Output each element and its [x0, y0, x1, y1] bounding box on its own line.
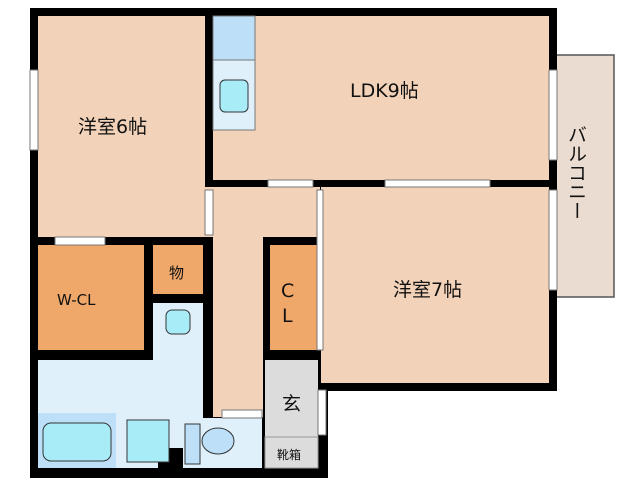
shoe-box [264, 436, 319, 469]
svg-text:バルコニー: バルコニー [565, 125, 587, 220]
closet [270, 245, 317, 350]
toilet-bowl [201, 427, 235, 455]
entrance [265, 360, 318, 437]
room-western-6 [38, 16, 205, 237]
window-balcony-w7 [548, 189, 558, 291]
room-ldk [213, 16, 549, 180]
sliding-door-w7 [384, 179, 491, 188]
label-wcl: W-CL [57, 291, 96, 309]
door-toilet [221, 409, 263, 419]
storage [153, 245, 203, 294]
door-ldk [267, 179, 314, 188]
label-entrance: 玄 [282, 393, 301, 415]
balcony-label: バルコニー [565, 125, 587, 220]
kitchen-sink [219, 79, 249, 113]
door-entrance [317, 389, 327, 436]
label-closet-l: L [282, 305, 293, 327]
room-western-7 [321, 187, 549, 383]
kitchen-fridge-space [212, 15, 256, 61]
window-balcony-ldk [548, 69, 558, 161]
label-western-7: 洋室7帖 [393, 279, 462, 301]
door-w7 [316, 189, 324, 351]
label-western-6: 洋室6帖 [78, 116, 147, 138]
label-shoe-box: 靴箱 [277, 447, 301, 462]
washbasin [126, 419, 170, 463]
window-west [29, 69, 39, 151]
label-storage: 物 [169, 264, 184, 282]
balcony [555, 54, 615, 298]
hallway-top [205, 187, 320, 237]
door-wcl [54, 236, 106, 246]
label-closet-c: C [281, 280, 294, 302]
bathtub [42, 422, 112, 462]
toilet-tank [184, 423, 201, 465]
door-w6 [204, 189, 214, 236]
sink-bowl [165, 309, 191, 335]
label-ldk: LDK9帖 [350, 80, 419, 102]
walk-in-closet [38, 245, 144, 350]
